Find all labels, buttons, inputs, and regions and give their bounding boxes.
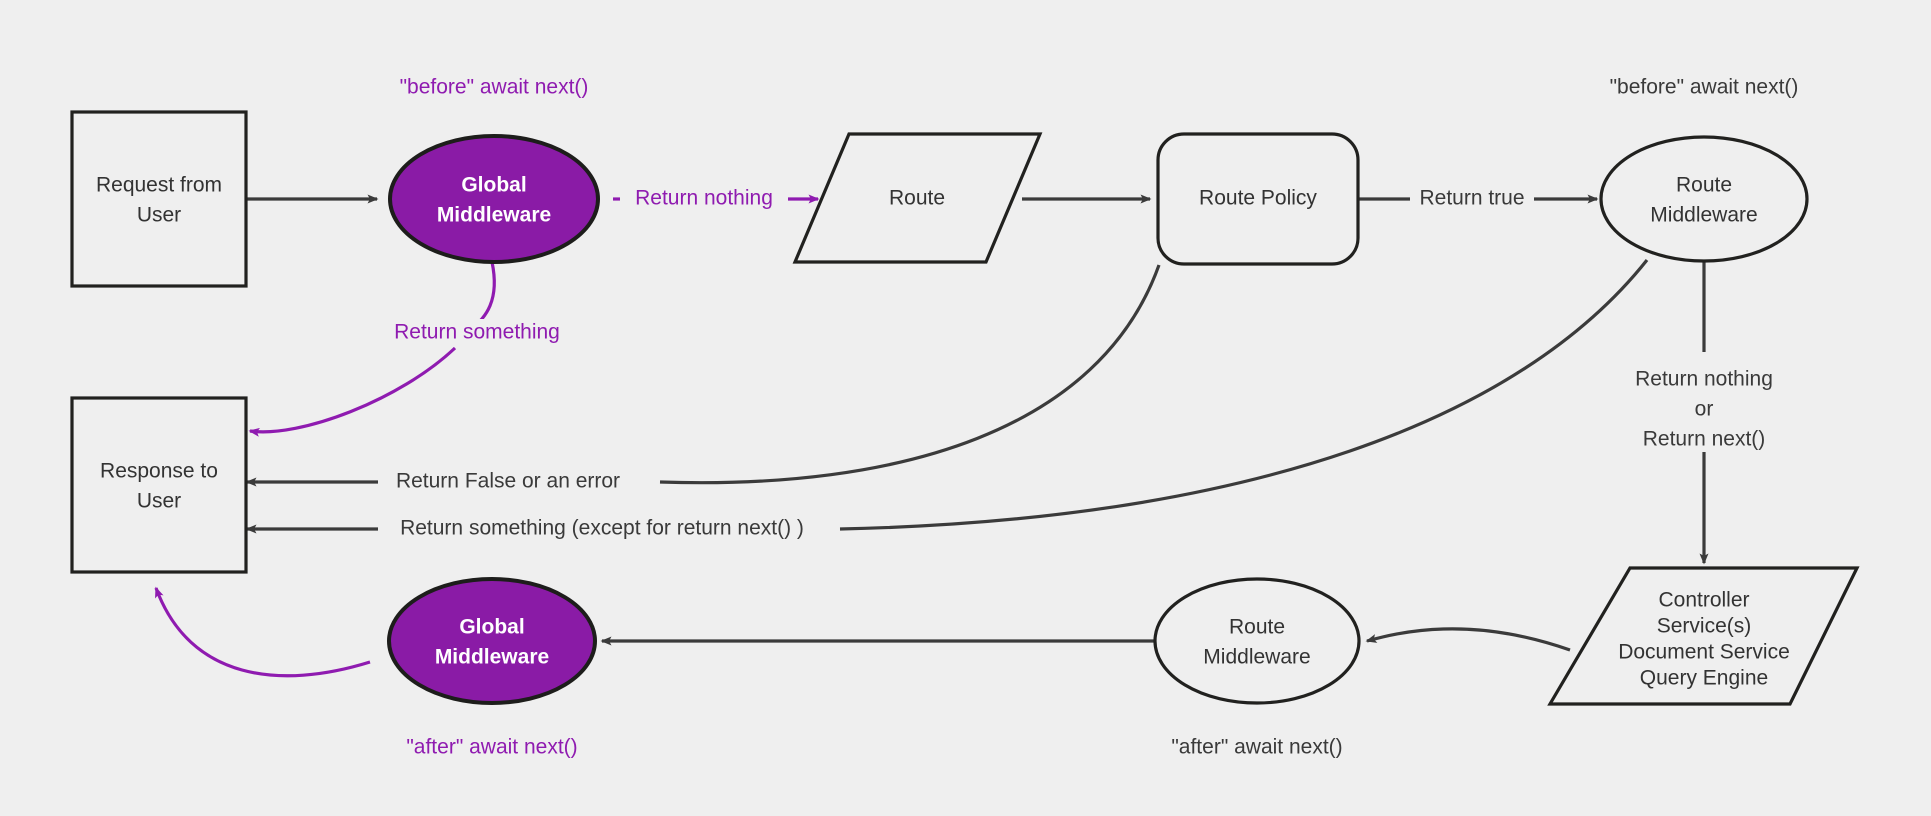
node-route-middleware-bottom[interactable] — [1153, 577, 1361, 705]
node-route-middleware-top-line2: Middleware — [1650, 204, 1757, 227]
node-controller-services[interactable] — [1547, 566, 1860, 706]
node-route-middleware-top-line1: Route — [1676, 174, 1732, 197]
edge-label-return-something-except: Return something (except for return next… — [400, 517, 804, 540]
edge-label-return-nothing-or-3: Return next() — [1643, 428, 1766, 451]
node-global-middleware-bottom-line1: Global — [459, 616, 524, 639]
node-global-middleware-top[interactable] — [388, 134, 600, 264]
node-route-policy-label: Route Policy — [1199, 187, 1317, 210]
annotation-after-await-next-left: "after" await next() — [406, 736, 577, 759]
edge-route-middleware-to-response-curve — [839, 259, 1649, 531]
node-route[interactable] — [792, 132, 1043, 264]
annotation-before-await-next-right: "before" await next() — [1610, 76, 1799, 99]
node-controller-services-line1: Controller — [1658, 589, 1749, 612]
annotation-before-await-next-left: "before" await next() — [400, 76, 589, 99]
edge-global-middleware-bottom-to-response — [154, 586, 371, 678]
edge-label-return-nothing-or-1: Return nothing — [1635, 368, 1773, 391]
node-request-from-user-line1: Request from — [96, 174, 222, 197]
edge-label-return-false-or-error: Return False or an error — [396, 470, 620, 493]
node-route-label: Route — [889, 187, 945, 210]
label-bg-return-something — [382, 319, 572, 347]
node-global-middleware-top-line2: Middleware — [437, 204, 551, 227]
edge-controller-to-route-middleware-bottom — [1365, 627, 1571, 652]
node-request-from-user[interactable] — [70, 110, 248, 288]
label-bg-return-nothing — [620, 185, 788, 213]
node-route-middleware-bottom-line1: Route — [1229, 616, 1285, 639]
node-route-policy[interactable] — [1156, 132, 1360, 266]
edge-label-return-something: Return something — [394, 321, 560, 344]
node-controller-services-line2: Service(s) — [1657, 615, 1752, 638]
node-global-middleware-top-line1: Global — [461, 174, 526, 197]
node-global-middleware-bottom-line2: Middleware — [435, 646, 549, 669]
node-controller-services-line3: Document Service — [1618, 641, 1790, 664]
node-route-middleware-bottom-line2: Middleware — [1203, 646, 1310, 669]
edge-route-policy-to-response-curve — [659, 264, 1161, 485]
edge-label-return-nothing-or-2: or — [1695, 398, 1714, 421]
edge-label-return-nothing: Return nothing — [635, 187, 773, 210]
node-route-middleware-top[interactable] — [1599, 135, 1809, 263]
edge-label-return-true: Return true — [1419, 187, 1524, 210]
label-bg-return-something-except — [378, 515, 826, 543]
node-response-to-user-line1: Response to — [100, 460, 218, 483]
label-bg-return-false-or-error — [378, 468, 638, 496]
label-bg-return-true — [1410, 185, 1534, 213]
label-bg-return-nothing-or-1 — [1623, 366, 1785, 394]
annotation-after-await-next-right: "after" await next() — [1171, 736, 1342, 759]
node-response-to-user[interactable] — [70, 396, 248, 574]
node-request-from-user-line2: User — [137, 204, 181, 227]
node-controller-services-line4: Query Engine — [1640, 667, 1768, 690]
edge-global-middleware-to-response-purple — [248, 346, 457, 437]
node-response-to-user-line2: User — [137, 490, 181, 513]
node-global-middleware-bottom[interactable] — [387, 577, 597, 705]
